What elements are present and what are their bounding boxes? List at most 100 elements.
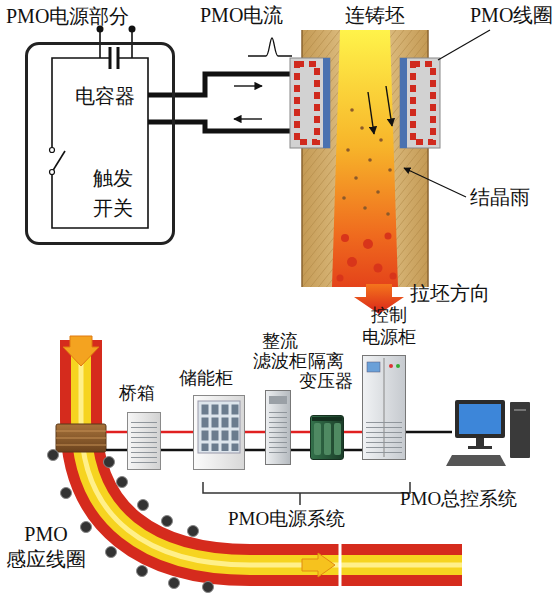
node-heading: PMO电源部分 — [6, 5, 129, 28]
roller — [104, 457, 115, 468]
crystal-blob — [341, 234, 349, 242]
transformer-winding — [334, 423, 341, 455]
strand-core — [81, 340, 462, 565]
cabinet-label: 储能柜 — [179, 368, 233, 389]
computer-label: PMO总控系统 — [400, 488, 517, 510]
transformer-yoke — [312, 417, 342, 421]
crystal-dot — [346, 148, 350, 152]
wire-line — [291, 449, 310, 452]
coil-housing — [290, 58, 330, 148]
signal-label: PMO电流 — [200, 4, 283, 27]
crystal-blob — [347, 257, 357, 267]
transformer-winding — [314, 423, 321, 455]
leader-arrow — [404, 168, 466, 197]
component-label: 电容器 — [75, 85, 135, 108]
capacitor-bank — [199, 403, 239, 451]
group-label: PMO电源系统 — [228, 508, 345, 530]
roller — [48, 450, 59, 461]
switch-contact — [50, 170, 55, 175]
wire-line — [161, 431, 193, 434]
roller — [81, 522, 92, 533]
strand-body — [81, 340, 462, 565]
wire-line — [245, 449, 265, 452]
coil-winding — [413, 64, 433, 142]
control-computer: PMO总控系统 — [452, 398, 532, 468]
crystal-blob — [385, 233, 392, 240]
molten-core — [332, 30, 398, 287]
induction-coil — [56, 424, 106, 452]
switch-contact — [50, 148, 55, 153]
crystal-dot — [376, 190, 380, 194]
crystal-blob — [363, 239, 373, 249]
wire-line — [291, 431, 310, 434]
crystal-dot — [386, 212, 390, 216]
coil-turn — [56, 445, 106, 446]
monitor-screen — [459, 404, 501, 434]
pc-tower — [510, 402, 530, 458]
coil-winding — [297, 64, 317, 142]
crystal-dot — [368, 158, 372, 162]
keyboard — [446, 455, 506, 466]
system-bracket — [203, 482, 410, 505]
roller — [188, 526, 199, 537]
part-label: PMO线圈 — [470, 4, 553, 27]
roller — [203, 582, 214, 593]
current-arrow — [234, 85, 262, 86]
roller — [61, 488, 72, 499]
wire-connector — [161, 432, 193, 450]
flow-arrow — [386, 86, 392, 126]
wire-line — [344, 431, 362, 434]
crystal-dot — [360, 126, 364, 130]
cabinet-label: 桥箱 — [119, 383, 155, 404]
circuit-wire — [52, 58, 148, 228]
coil-wire — [106, 449, 127, 452]
wire-line — [161, 449, 193, 452]
crystal-dot — [354, 176, 358, 180]
control-display — [367, 362, 380, 372]
control-cabinet: 控制 电源柜 — [362, 355, 406, 460]
current-arrow — [234, 118, 262, 119]
monitor-neck — [476, 438, 484, 446]
wire-line — [344, 449, 362, 452]
cut-mark — [339, 543, 342, 587]
coil-wire — [106, 431, 127, 434]
pour-arrow — [63, 336, 99, 366]
roller-group — [48, 450, 214, 593]
indicator-light — [389, 364, 393, 368]
callout-label: 结晶雨 — [470, 186, 530, 209]
bridge-box-cabinet: 桥箱 — [127, 412, 161, 470]
roller — [106, 547, 117, 558]
control-vents — [366, 420, 402, 454]
monitor-base — [468, 446, 492, 449]
transformer-winding — [324, 423, 331, 455]
withdrawal-arrow — [302, 553, 335, 577]
part-label: PMO 感应线圈 — [4, 522, 88, 572]
wire-connector — [406, 432, 452, 433]
crystal-cluster — [337, 233, 397, 282]
pulse-symbol — [248, 38, 292, 56]
cabinet-label: 控制 电源柜 — [356, 304, 422, 348]
cabinet-label: 整流 滤波柜 — [248, 331, 312, 371]
roller — [137, 566, 148, 577]
rectifier-vents — [269, 412, 287, 456]
wire-line — [245, 431, 265, 434]
feed-wire — [148, 122, 298, 131]
bridge-box-vents — [131, 418, 157, 464]
wire-connector — [344, 432, 362, 450]
wire-line — [406, 431, 452, 434]
leader-line — [438, 30, 490, 60]
crystal-dot — [342, 196, 346, 200]
terminal-dot — [129, 26, 136, 33]
coil-liner — [323, 58, 330, 148]
crystal-dot — [379, 138, 383, 142]
power-supply-box: PMO电源部分电容器触发 开关 — [25, 42, 175, 245]
roller — [117, 477, 128, 488]
coil-turn — [56, 431, 106, 432]
component-label: 触发 开关 — [90, 163, 136, 223]
crystal-blob — [337, 275, 344, 282]
cabinet-label: 隔离 变压器 — [291, 351, 361, 391]
part-label: 连铸坯 — [345, 4, 405, 27]
capacitor-plate — [109, 47, 112, 69]
crystal-dot — [350, 108, 354, 112]
